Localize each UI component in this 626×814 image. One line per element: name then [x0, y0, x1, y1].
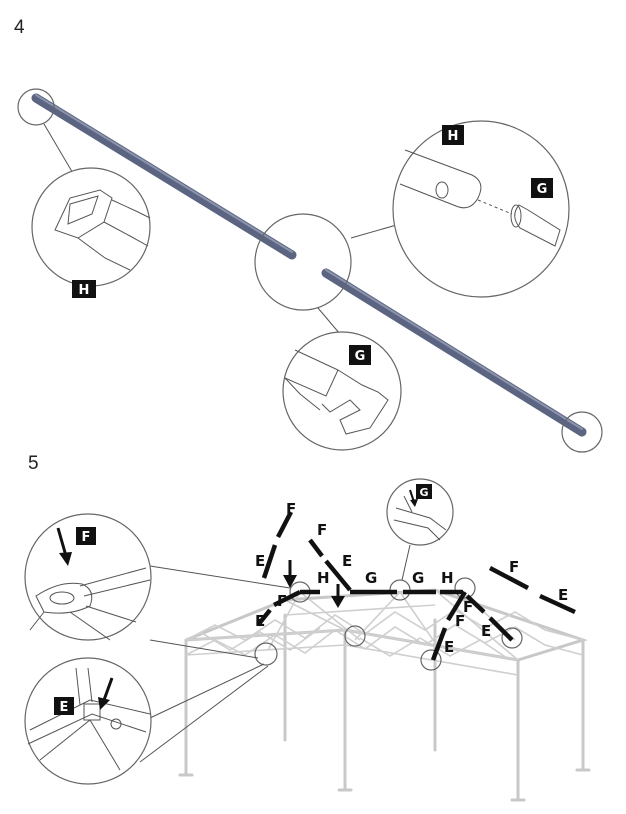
part-letter-e: E: [558, 586, 568, 604]
part-letter-e: E: [481, 622, 491, 640]
tag-g-label: G: [355, 349, 366, 364]
down-arrow-icon: [331, 584, 345, 608]
joint-circle: [254, 642, 278, 666]
part-letter-f: F: [455, 612, 465, 630]
leader-line: [43, 123, 75, 176]
detail-circle-h-end: H: [31, 167, 151, 298]
part-letter-g: G: [412, 569, 424, 587]
right-end-circle: [561, 411, 603, 453]
detail-circle-g-end: G: [282, 331, 402, 451]
gazebo-frame: [178, 588, 591, 802]
joint-circle: [501, 627, 523, 649]
tag-h: [72, 280, 96, 298]
leader-line: [139, 665, 269, 763]
down-arrow-icon: [283, 560, 297, 588]
part-letter-g: G: [365, 569, 377, 587]
part-letter-f: F: [509, 558, 519, 576]
leader-line: [149, 565, 291, 589]
tag-e-label: E: [60, 700, 69, 715]
part-letter-f: F: [277, 592, 287, 610]
leader-line: [149, 663, 265, 719]
part-letter-f: F: [463, 598, 473, 616]
tag-f-label: F: [82, 530, 91, 545]
part-letter-e: E: [255, 552, 265, 570]
leader-line: [401, 544, 411, 581]
step-4-number: 4: [14, 17, 25, 38]
part-letter-e: E: [444, 638, 454, 656]
part-letter-e: E: [255, 612, 265, 630]
tag-h: [442, 125, 464, 145]
tag-h-label: H: [79, 283, 90, 298]
joint-circle: [254, 213, 352, 311]
tag-g-label: G: [537, 182, 548, 197]
pole-left-segment: [31, 93, 297, 260]
leader-line: [350, 223, 401, 239]
tag-e: [54, 697, 74, 715]
joint-circle: [420, 649, 442, 671]
tag-h-label: H: [448, 129, 459, 144]
detail-circle-h-g-joint: H G: [392, 120, 570, 298]
tag-g: [416, 484, 432, 499]
detail-circle-g-top: G: [386, 478, 454, 546]
pole-right-segment: [321, 268, 587, 437]
part-letter-f: F: [317, 521, 327, 539]
leader-line: [149, 639, 259, 659]
roof-bars: [256, 510, 576, 661]
part-letter-e: E: [342, 552, 352, 570]
tag-g-label: G: [419, 486, 428, 499]
step-5-number: 5: [28, 453, 39, 474]
part-letter-f: F: [286, 500, 296, 518]
leader-line: [317, 307, 341, 335]
joint-circle: [344, 625, 366, 647]
detail-circle-e: E: [24, 657, 152, 785]
part-letter-h: H: [317, 569, 330, 587]
joint-circle: [454, 577, 476, 599]
part-letter-h: H: [441, 569, 454, 587]
tag-f: [76, 527, 96, 545]
detail-circle-f: F: [24, 513, 152, 641]
tag-g: [349, 345, 371, 365]
tag-g: [531, 178, 553, 198]
left-end-circle: [17, 88, 55, 126]
